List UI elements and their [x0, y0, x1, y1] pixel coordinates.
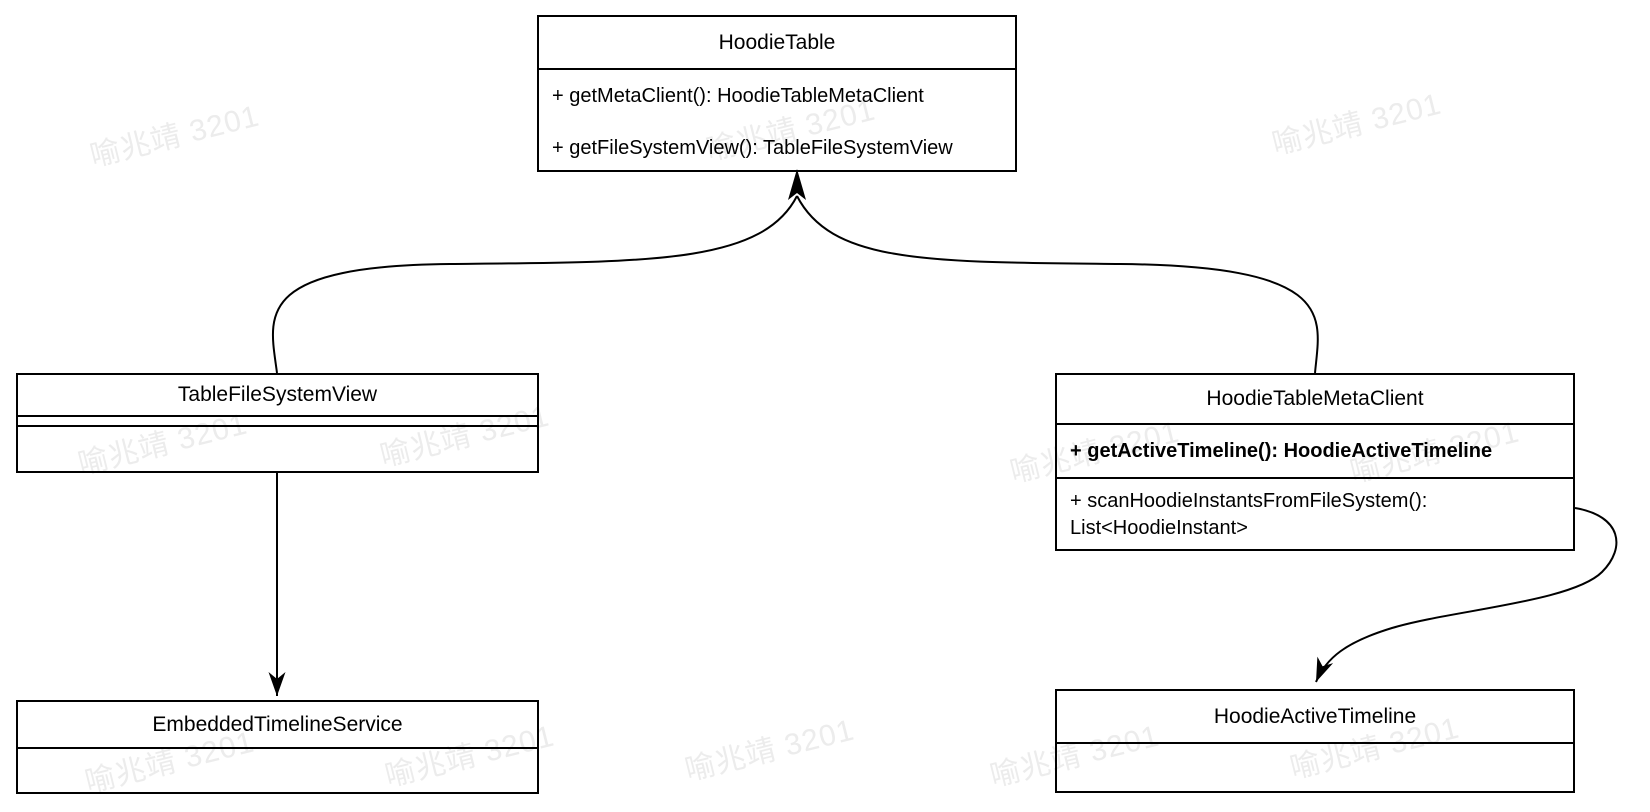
class-method: + scanHoodieInstantsFromFileSystem(): Li… — [1070, 490, 1428, 539]
class-empty-methods-section — [18, 427, 537, 471]
arrow-tablefilesystemview-to-hoodietable — [271, 195, 798, 374]
class-empty-attributes-section — [18, 417, 537, 427]
class-title: HoodieTable — [539, 17, 1015, 70]
class-title: EmbeddedTimelineService — [18, 702, 537, 749]
class-method: + getMetaClient(): HoodieTableMetaClient — [552, 84, 924, 107]
class-box-hoodie-table: HoodieTable + getMetaClient(): HoodieTab… — [537, 15, 1017, 172]
arrow-hoodietablemetaclient-to-hoodietable — [796, 195, 1319, 374]
class-box-embedded-timeline-service: EmbeddedTimelineService — [16, 700, 539, 794]
arrow-hoodietablemetaclient-to-hoodieactivetimeline — [1315, 507, 1618, 683]
class-title: HoodieTableMetaClient — [1057, 375, 1573, 425]
class-method: + getActiveTimeline(): HoodieActiveTimel… — [1057, 425, 1573, 479]
class-empty-section — [18, 749, 537, 792]
class-title: HoodieActiveTimeline — [1057, 691, 1573, 744]
arrowhead-to-hoodietable — [788, 169, 806, 200]
class-method: + getFileSystemView(): TableFileSystemVi… — [552, 136, 953, 159]
class-box-hoodie-active-timeline: HoodieActiveTimeline — [1055, 689, 1575, 793]
class-box-table-file-system-view: TableFileSystemView — [16, 373, 539, 473]
class-title: TableFileSystemView — [18, 375, 537, 417]
class-empty-section — [1057, 744, 1573, 791]
class-box-hoodie-table-meta-client: HoodieTableMetaClient + getActiveTimelin… — [1055, 373, 1575, 551]
